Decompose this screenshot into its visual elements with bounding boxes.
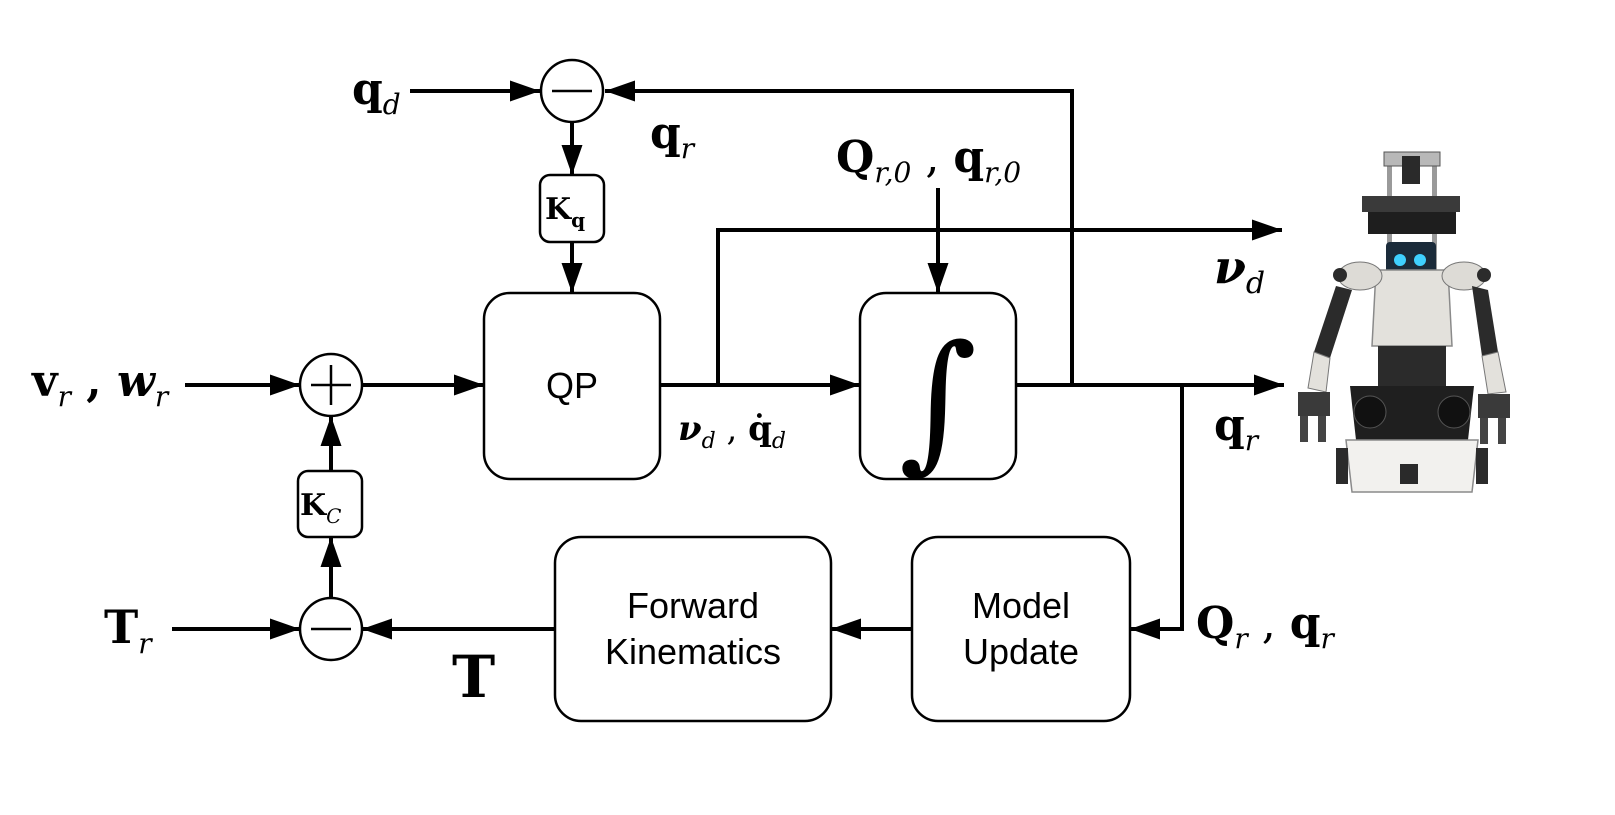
label-vr-wr: vr , wr [31,356,170,413]
wire-to-model-update [1130,385,1184,640]
label-qr-out: qr [1214,400,1260,457]
label-qr-feedback: qr [650,108,696,165]
robot-face [1386,242,1436,276]
block-qp: QP [482,291,662,481]
label-nu-qdot: νd , q̇d [678,409,786,454]
label-qd: qd [352,64,401,121]
block-forward-kinematics: Forward Kinematics [553,535,833,723]
fk-label-line1: Forward [627,585,759,626]
label-nu-d-out: νd [1214,240,1265,301]
label-T: T [452,643,495,711]
block-integrator: ∫ [858,291,1018,488]
integral-symbol: ∫ [899,314,977,488]
camera-icon [1402,156,1420,184]
qp-label: QP [546,365,598,406]
label-initial-conditions: Qr,0 , qr,0 [836,132,1021,189]
block-kq: Kq [538,173,606,244]
wire-nu-d-out [716,219,1282,385]
kq-label: Kq [545,192,585,232]
label-Qr-qr: Qr , qr [1196,598,1335,655]
junction-middle [298,352,364,418]
block-kc: KC [296,469,364,539]
kc-label: KC [300,488,341,528]
wire-qr-feedback [605,80,1074,385]
block-model-update: Model Update [910,535,1132,723]
junction-top [539,58,605,124]
signal-wires [172,80,1284,640]
mu-label-line1: Model [972,585,1070,626]
junction-bottom [298,596,364,662]
label-Tr: Tr [104,600,153,660]
fk-label-line2: Kinematics [605,631,781,672]
robot-image [1298,151,1510,493]
mu-label-line2: Update [963,631,1079,672]
